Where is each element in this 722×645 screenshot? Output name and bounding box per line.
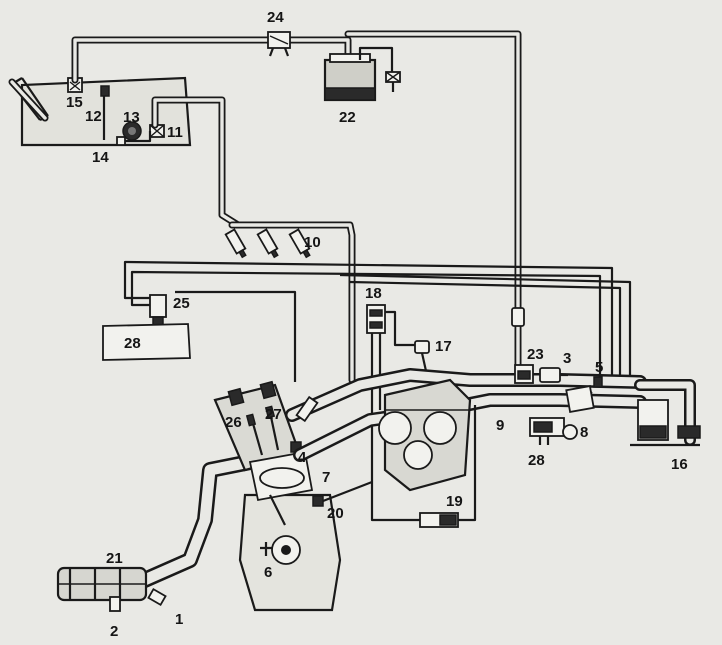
valve-18	[366, 304, 420, 522]
label-23: 23	[527, 346, 544, 363]
label-18: 18	[365, 285, 382, 302]
inline-filter	[511, 307, 525, 327]
sensor-25	[149, 294, 167, 326]
engine-block	[238, 493, 342, 612]
label-8: 8	[580, 424, 588, 441]
label-11: 11	[167, 124, 183, 141]
label-16: 16	[671, 456, 688, 473]
sensor-1	[147, 587, 167, 607]
label-10: 10	[304, 234, 321, 251]
label-24: 24	[267, 9, 284, 26]
label-20: 20	[327, 505, 344, 522]
valve-23	[514, 364, 534, 384]
fuel-filler-neck	[8, 78, 49, 122]
air-flow-meter-16	[630, 379, 701, 447]
air-intake-duct	[132, 454, 258, 590]
idle-control-valve-19	[419, 405, 477, 528]
label-27: 27	[265, 406, 282, 423]
throttle-actuator-8	[529, 417, 578, 445]
label-14: 14	[92, 149, 109, 166]
label-19: 19	[446, 493, 463, 510]
label-9: 9	[496, 417, 504, 434]
label-5: 5	[595, 359, 603, 376]
label-12: 12	[85, 108, 102, 125]
sensor-3	[539, 367, 568, 383]
label-2: 2	[110, 623, 118, 640]
label-6: 6	[264, 564, 272, 581]
label-4: 4	[298, 449, 307, 466]
label-17: 17	[435, 338, 452, 355]
label-15: 15	[66, 94, 83, 111]
label-22: 22	[339, 109, 356, 126]
fuel-strainer-14	[125, 131, 152, 143]
labels-layer: 15 12 13 11 14 24 22 10 25 28 18 17 23 3…	[66, 9, 688, 640]
label-25: 25	[173, 295, 190, 312]
air-cleaner-21	[56, 566, 148, 602]
vapor-line	[71, 30, 522, 374]
piston	[248, 450, 314, 526]
label-26: 26	[225, 414, 242, 431]
label-13: 13	[123, 109, 140, 126]
sensor-5	[593, 376, 603, 388]
block-28-left	[102, 323, 191, 361]
label-21: 21	[106, 550, 123, 567]
label-1: 1	[175, 611, 183, 628]
fuel-rail	[228, 221, 356, 384]
fuel-tank	[11, 76, 192, 147]
spark-plugs-26-27	[245, 405, 280, 456]
sensor-2	[109, 596, 121, 612]
gravity-valve-24	[267, 31, 291, 57]
label-28a: 28	[124, 335, 141, 352]
charcoal-canister-22	[323, 46, 394, 102]
label-28b: 28	[528, 452, 545, 469]
plenum-chamber	[378, 378, 472, 492]
label-7: 7	[322, 469, 330, 486]
long-hose-loop	[123, 260, 632, 385]
fuel-gauge-sender-12	[100, 85, 110, 140]
canister-vent-valve	[385, 71, 401, 92]
fuel-supply-line	[151, 96, 242, 229]
fuel-injectors-10	[224, 228, 311, 259]
throttle-body	[565, 385, 595, 413]
injector-at-head	[295, 395, 319, 423]
label-3: 3	[563, 350, 571, 367]
sensor-20	[312, 480, 373, 507]
